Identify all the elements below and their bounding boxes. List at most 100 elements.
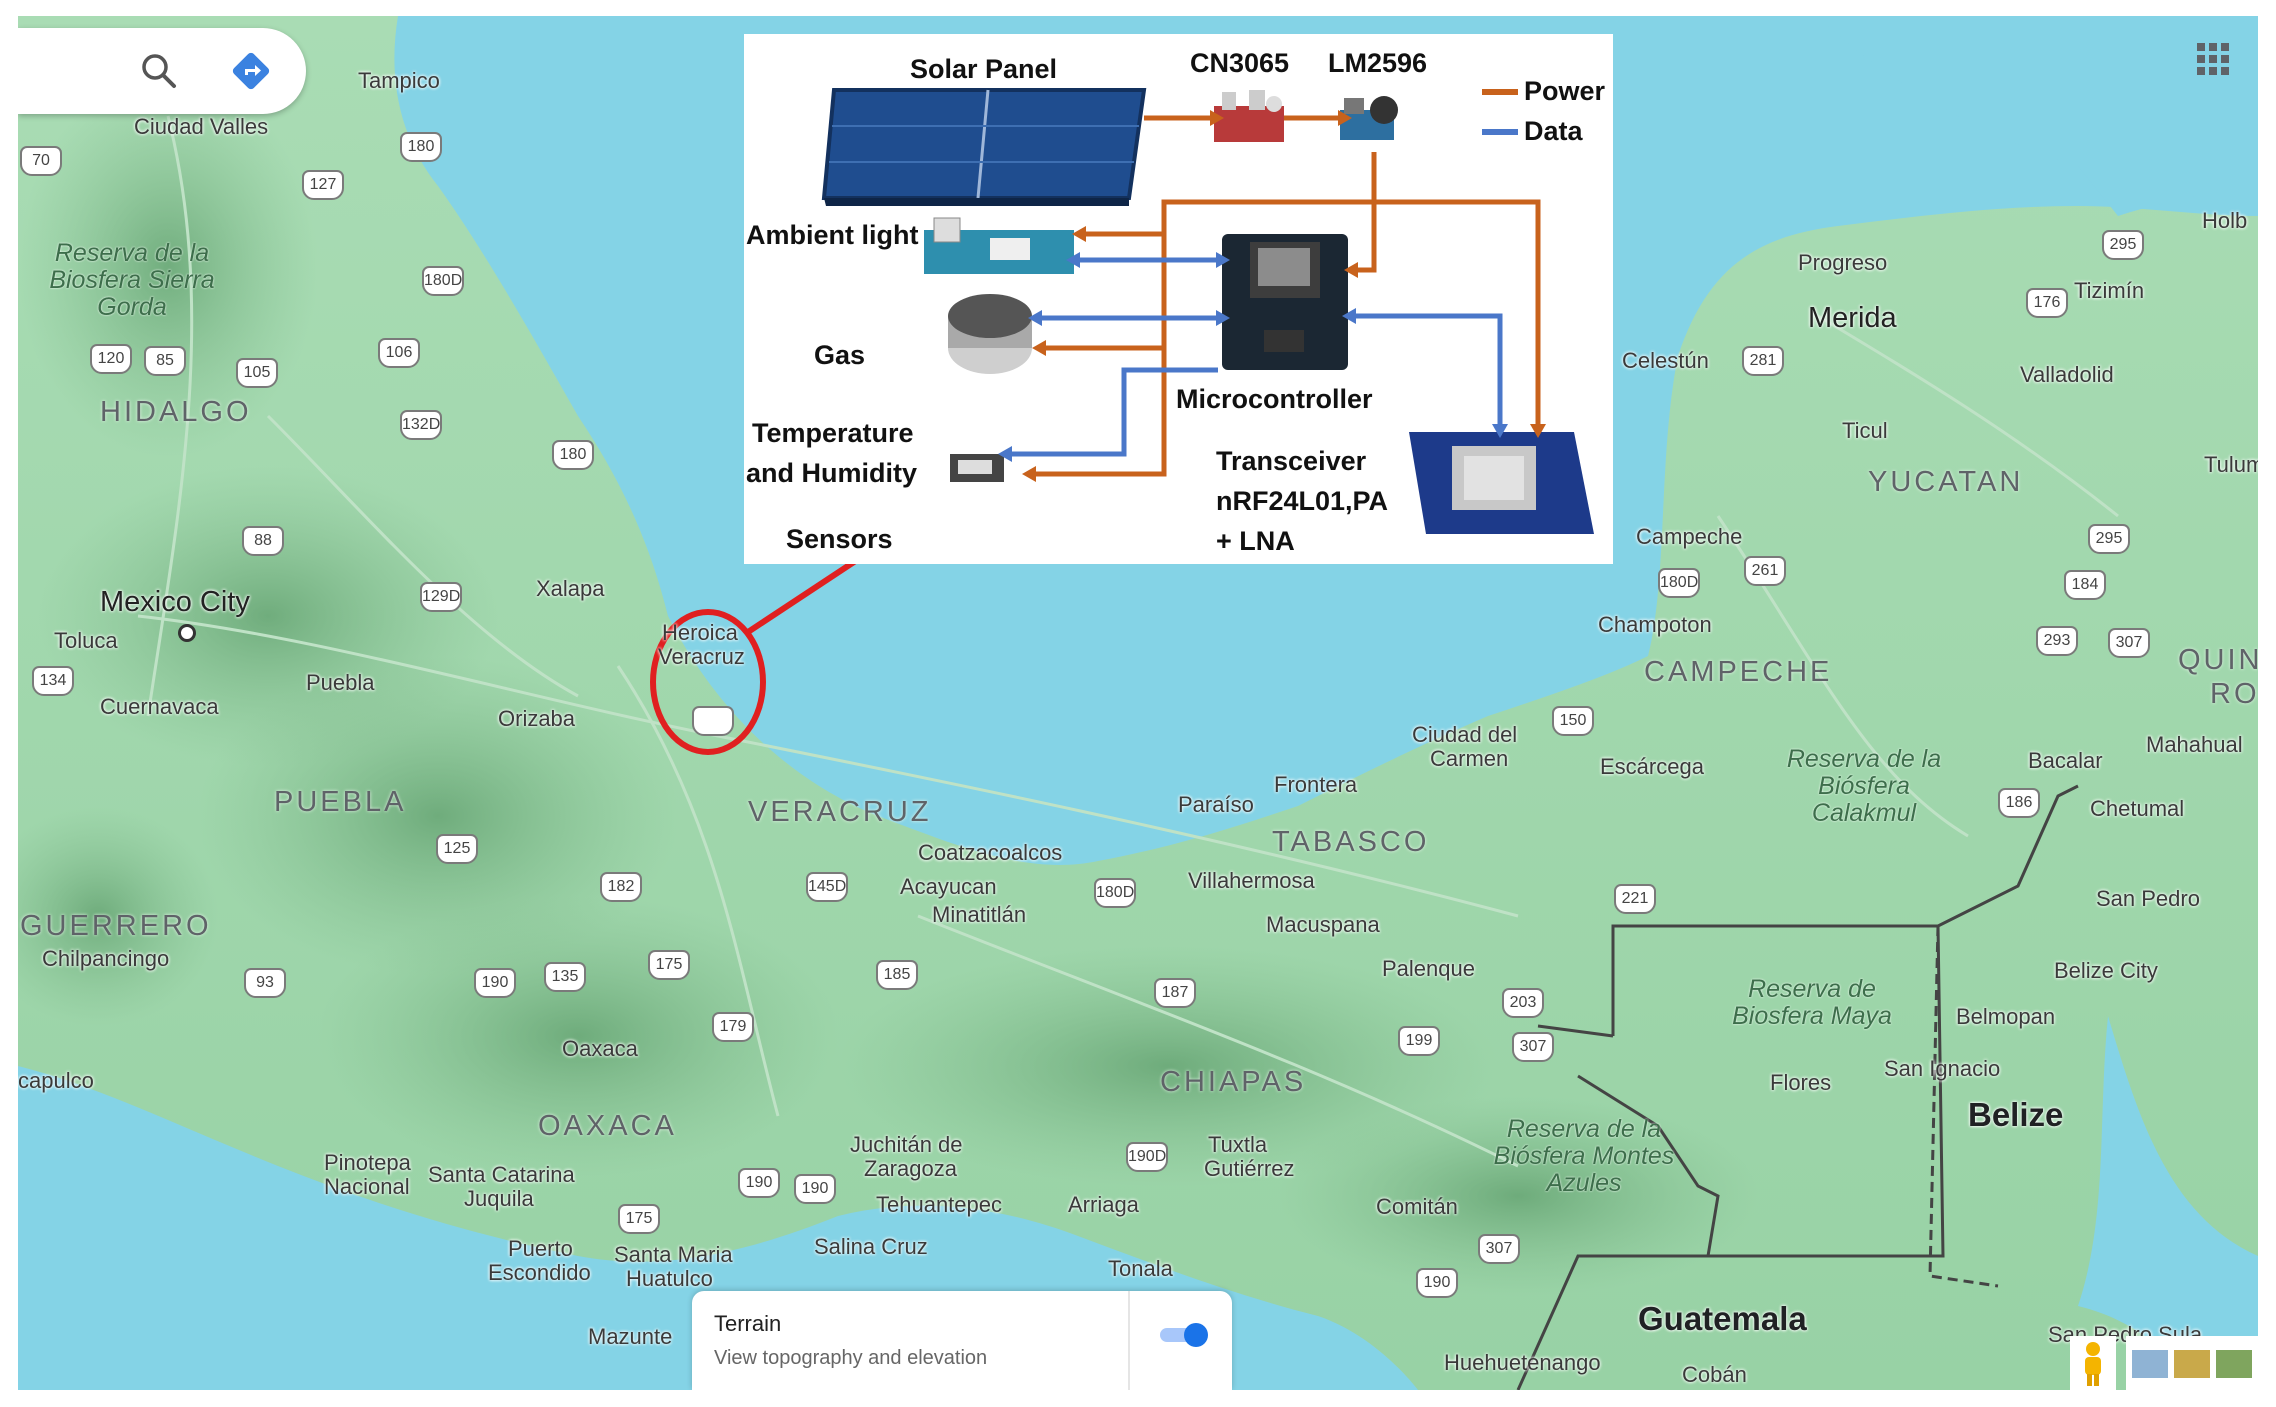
city-label: Valladolid xyxy=(2020,362,2114,387)
city-label: Huehuetenango xyxy=(1444,1350,1601,1375)
highway-shield: 180 xyxy=(552,440,594,470)
street-view-pegman[interactable] xyxy=(2070,1336,2116,1390)
city-label: Huatulco xyxy=(626,1266,713,1291)
city-label: Veracruz xyxy=(658,644,745,669)
city-label: Flores xyxy=(1770,1070,1832,1095)
highway-shield: 307 xyxy=(1478,1234,1520,1264)
state-label-veracruz: VERACRUZ xyxy=(748,796,932,828)
cn3065-board-image xyxy=(1214,90,1284,142)
layer-thumbnail-icon[interactable] xyxy=(2126,1336,2258,1390)
highway-shield: 187 xyxy=(1154,978,1196,1008)
highway-shield: 145D xyxy=(806,872,848,902)
border-mx-bz xyxy=(1937,784,2079,928)
city-label: Macuspana xyxy=(1266,912,1380,937)
state-label-hidalgo: HIDALGO xyxy=(100,396,252,428)
highway-shield: 295 xyxy=(2102,230,2144,260)
city-label: Palenque xyxy=(1382,956,1475,981)
label-temperature: Temperature xyxy=(752,418,914,448)
map-view[interactable]: HIDALGO PUEBLA GUERRERO OAXACA VERACRUZ … xyxy=(18,16,2258,1390)
ocean-caribbean xyxy=(1818,16,2258,216)
city-label: Toluca xyxy=(54,628,118,653)
city-label: Santa Maria xyxy=(614,1242,733,1267)
pegman-icon xyxy=(2085,1342,2101,1386)
highway-shield: 132D xyxy=(400,410,442,440)
city-label: Champoton xyxy=(1598,612,1712,637)
city-label: Belize City xyxy=(2054,958,2158,983)
highway-shield: 125 xyxy=(436,834,478,864)
highway-shield: 199 xyxy=(1398,1026,1440,1056)
city-label: Escondido xyxy=(488,1260,591,1285)
apps-grid-icon[interactable] xyxy=(2196,42,2230,76)
highway-shield: 175 xyxy=(648,950,690,980)
city-label: Tehuantepec xyxy=(876,1192,1002,1217)
highlight-connector xyxy=(746,555,862,635)
label-sensors: Sensors xyxy=(786,524,893,554)
city-label: San Ignacio xyxy=(1884,1056,2001,1081)
highway-shield: 190 xyxy=(1416,1268,1458,1298)
legend-power: Power xyxy=(1524,76,1606,106)
city-label: Carmen xyxy=(1430,746,1509,771)
city-label: Arriaga xyxy=(1068,1192,1139,1217)
highway-shield: 293 xyxy=(2036,626,2078,656)
map-base xyxy=(18,16,2258,1390)
microcontroller-image xyxy=(1222,234,1348,370)
sensor-node-diagram: Solar Panel CN3065 LM2596 Power Data Amb… xyxy=(744,34,1613,564)
directions-icon[interactable] xyxy=(230,50,272,92)
label-cn3065: CN3065 xyxy=(1190,48,1290,78)
state-label-tabasco: TABASCO xyxy=(1272,826,1430,858)
highway-shield: 190 xyxy=(474,968,516,998)
city-label: Ticul xyxy=(1842,418,1888,443)
city-label: Cobán xyxy=(1682,1362,1747,1387)
state-label-yucatan: YUCATAN xyxy=(1868,466,2024,498)
terrain-toggle[interactable] xyxy=(1158,1321,1210,1349)
city-label: Oaxaca xyxy=(562,1036,638,1061)
city-label: Villahermosa xyxy=(1188,868,1315,893)
state-label-puebla: PUEBLA xyxy=(274,786,407,818)
ambient-light-sensor-image xyxy=(924,217,1074,274)
country-label-belize: Belize xyxy=(1968,1096,2064,1133)
city-label: Pinotepa xyxy=(324,1150,411,1175)
highway-shield: 93 xyxy=(244,968,286,998)
highway-shield: 180D xyxy=(1094,878,1136,908)
state-label-campeche: CAMPECHE xyxy=(1644,656,1833,688)
highway-shield: 185 xyxy=(876,960,918,990)
highway-shield: 190 xyxy=(794,1174,836,1204)
divider xyxy=(1128,1291,1130,1390)
city-label: Belmopan xyxy=(1956,1004,2056,1029)
label-lm2596: LM2596 xyxy=(1328,48,1428,78)
legend-data: Data xyxy=(1524,116,1583,146)
temperature-humidity-sensor-image xyxy=(950,454,1004,482)
border-belize xyxy=(1928,925,1999,1288)
highway-shield: 190D xyxy=(1126,1142,1168,1172)
highway-shield: 134 xyxy=(32,666,74,696)
terrain-title: Terrain xyxy=(714,1311,782,1336)
city-label-mexico-city: Mexico City xyxy=(100,586,250,618)
search-icon[interactable] xyxy=(138,50,180,92)
highway-shield: 281 xyxy=(1742,346,1784,376)
highway-shield: 120 xyxy=(90,344,132,374)
transceiver-image xyxy=(1409,432,1594,534)
state-label-guerrero: GUERRERO xyxy=(20,910,212,942)
city-label: Nacional xyxy=(324,1174,410,1199)
state-label-oaxaca: OAXACA xyxy=(538,1110,677,1142)
city-label: Ciudad del xyxy=(1412,722,1518,747)
city-label: Cuernavaca xyxy=(100,694,219,719)
border-guatemala xyxy=(1516,924,1945,1390)
map-layer-thumbnails[interactable] xyxy=(2126,1336,2258,1390)
reserve-label-sierra-gorda: Reserva de la Biosfera Sierra Gorda xyxy=(49,239,215,321)
city-label: Juchitán de xyxy=(850,1132,963,1157)
city-label: Acayucan xyxy=(900,874,997,899)
highway-shield: 106 xyxy=(378,338,420,368)
city-label: Chilpancingo xyxy=(42,946,170,971)
highway-shield: 180D xyxy=(422,266,464,296)
city-label: Heroica xyxy=(662,620,738,645)
border-mx-gt-west xyxy=(1537,1024,1720,1257)
diagram-graphics xyxy=(821,88,1594,534)
city-label: Santa Catarina xyxy=(428,1162,575,1187)
terrain-layer-card[interactable]: Terrain View topography and elevation xyxy=(692,1291,1232,1390)
state-label-quintana-roo: QUIN xyxy=(2178,644,2258,676)
solar-panel-image xyxy=(821,88,1147,206)
search-pill[interactable] xyxy=(18,28,306,114)
city-label: Campeche xyxy=(1636,524,1743,549)
highway-shield: 70 xyxy=(20,146,62,176)
